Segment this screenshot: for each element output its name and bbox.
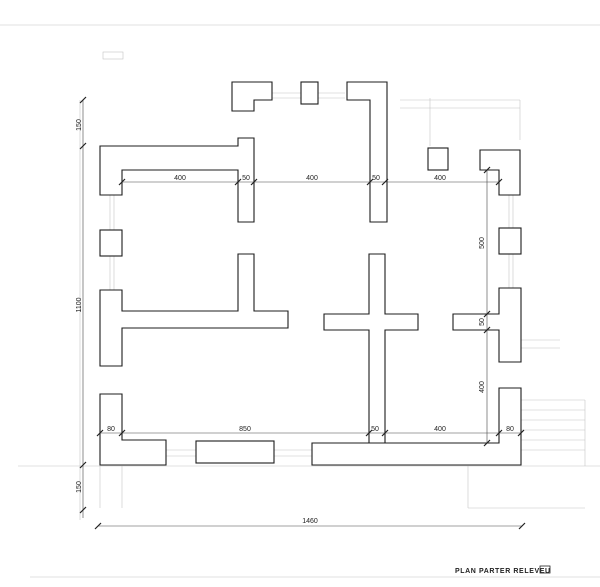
- dim-top-room-b: 400: [306, 175, 318, 182]
- dimension-chain-top: 400 50 400 50 400: [118, 175, 503, 186]
- wall-center-cross: [323, 253, 419, 444]
- dim-right-lower: 400: [479, 381, 486, 393]
- dim-left-total: 1100: [76, 297, 83, 312]
- wall-top-left-corner: [99, 137, 255, 223]
- dimension-chain-right: 500 50 400: [479, 166, 491, 447]
- construction-lines: [0, 24, 600, 578]
- dim-top-room-c: 400: [434, 175, 446, 182]
- pillar-top-right: [427, 147, 449, 171]
- dim-right-wall: 50: [479, 318, 486, 326]
- dim-top-wall-b: 50: [372, 175, 380, 182]
- title-mark: [539, 565, 551, 574]
- wall-top-right-chimney: [346, 81, 388, 223]
- dim-bottom-right-wall: 80: [506, 426, 514, 433]
- dim-bottom-room-b: 400: [434, 426, 446, 433]
- dim-left-bottom: 150: [76, 481, 83, 493]
- wall-top-right-corner: [479, 149, 521, 196]
- wall-left-tee: [99, 253, 289, 367]
- dimension-chain-bottom: 80 850 50 400 80: [96, 426, 525, 437]
- title-block: PLAN PARTER RELEVEU: [455, 565, 551, 575]
- pillar-top-center: [300, 81, 319, 105]
- pillar-right: [498, 227, 522, 255]
- drawing-title: PLAN PARTER RELEVEU: [455, 568, 551, 575]
- wall-bottom-left-corner: [99, 393, 167, 466]
- dimension-overall-width: 1460: [94, 518, 526, 530]
- dim-right-upper: 500: [479, 237, 486, 249]
- dim-overall-width: 1460: [302, 518, 318, 525]
- walls: [99, 81, 522, 466]
- wall-top-left-stub: [231, 81, 273, 112]
- dim-bottom-room-a: 850: [239, 426, 251, 433]
- dim-bottom-left-wall: 80: [107, 426, 115, 433]
- wall-bottom-middle: [195, 440, 275, 464]
- dim-bottom-wall: 50: [371, 426, 379, 433]
- pillar-left: [99, 229, 123, 257]
- dimension-chain-left: 150 1100 150: [76, 96, 87, 518]
- wall-bottom-right: [311, 387, 522, 466]
- dim-top-wall-a: 50: [242, 175, 250, 182]
- dim-left-top: 150: [76, 119, 83, 131]
- dim-top-room-a: 400: [174, 175, 186, 182]
